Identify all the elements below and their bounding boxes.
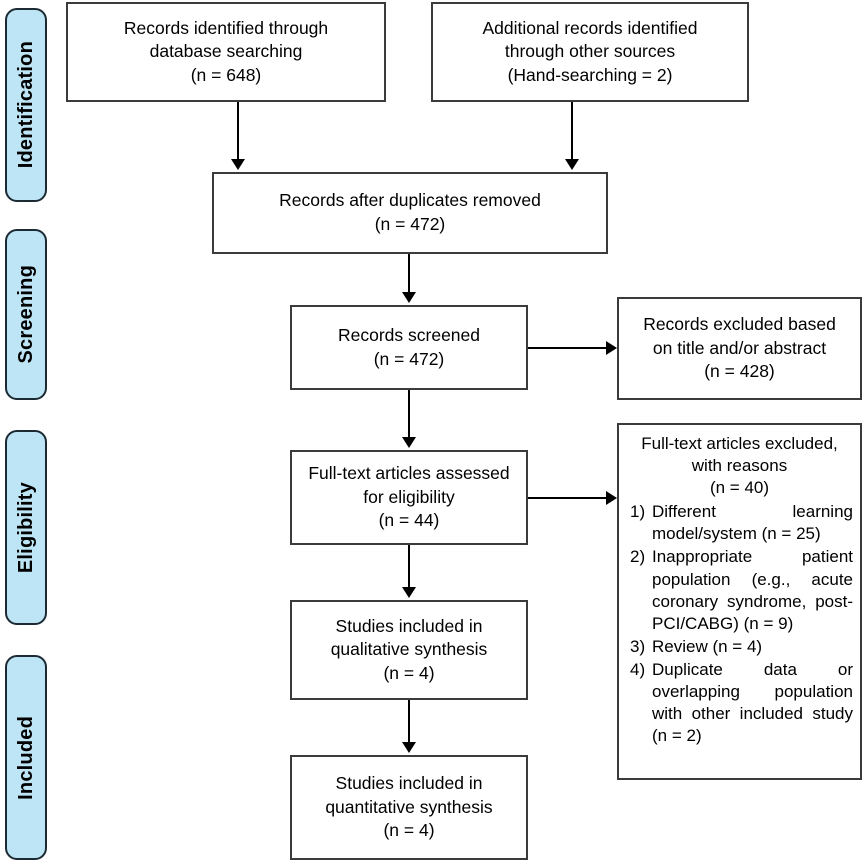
excluded-reason-number: 4)	[630, 659, 646, 679]
box-full-text-excluded-with-reasons: Full-text articles excluded, with reason…	[617, 423, 862, 780]
box-additional-records-other-sources-text: Additional records identified through ot…	[482, 17, 698, 85]
box-records-after-duplicates-removed-text: Records after duplicates removed (n = 47…	[279, 190, 541, 234]
connector-db-to-duplicates	[237, 102, 239, 160]
excluded-reason-text: Review (n = 4)	[652, 636, 763, 656]
excluded-reasons-list: 1) Different learning model/system (n = …	[626, 500, 853, 747]
box-records-identified-database: Records identified through database sear…	[66, 2, 386, 102]
stage-label-eligibility: Eligibility	[15, 481, 37, 574]
arrowhead-db-to-duplicates	[231, 159, 245, 170]
arrowhead-other-to-duplicates	[565, 159, 579, 170]
stage-label-included: Included	[15, 715, 37, 800]
box-records-screened-text: Records screened (n = 472)	[337, 324, 481, 369]
arrowhead-qualitative-to-quantitative	[402, 742, 416, 753]
excluded-reason-item: 4) Duplicate data or overlapping populat…	[626, 659, 853, 747]
box-records-screened: Records screened (n = 472)	[290, 305, 528, 390]
stage-pill-screening: Screening	[5, 229, 47, 400]
excluded-reason-item: 3) Review (n = 4)	[626, 636, 853, 658]
excluded-reason-text: Different learning model/system (n = 25)	[652, 502, 853, 544]
excluded-reason-number: 2)	[630, 547, 646, 567]
box-records-excluded-title-abstract: Records excluded based on title and/or a…	[617, 297, 862, 400]
connector-screened-to-excluded	[528, 347, 607, 349]
box-studies-qualitative-synthesis-text: Studies included in qualitative synthesi…	[330, 615, 488, 683]
connector-other-to-duplicates	[571, 102, 573, 160]
arrowhead-fulltext-to-excluded-reasons	[606, 491, 617, 505]
connector-fulltext-to-qualitative	[408, 545, 410, 588]
excluded-reason-item: 2) Inappropriate patient population (e.g…	[626, 546, 853, 634]
box-records-excluded-title-abstract-text: Records excluded based on title and/or a…	[643, 314, 836, 382]
box-studies-quantitative-synthesis-text: Studies included in quantitative synthes…	[325, 773, 493, 841]
connector-screened-to-fulltext	[408, 390, 410, 438]
connector-fulltext-to-excluded-reasons	[528, 497, 607, 499]
excluded-reason-number: 3)	[630, 636, 646, 656]
box-records-identified-database-text: Records identified through database sear…	[123, 17, 329, 85]
excluded-reason-number: 1)	[630, 502, 646, 522]
box-additional-records-other-sources: Additional records identified through ot…	[431, 2, 749, 102]
stage-label-identification: Identification	[15, 41, 37, 169]
stage-pill-included: Included	[5, 655, 47, 860]
box-full-text-assessed: Full-text articles assessed for eligibil…	[290, 450, 528, 545]
arrowhead-screened-to-fulltext	[402, 437, 416, 448]
box-full-text-assessed-text: Full-text articles assessed for eligibil…	[308, 463, 510, 531]
arrowhead-fulltext-to-qualitative	[402, 587, 416, 598]
arrowhead-duplicates-to-screened	[402, 292, 416, 303]
excluded-reasons-heading: Full-text articles excluded, with reason…	[641, 434, 838, 498]
arrowhead-screened-to-excluded	[606, 341, 617, 355]
connector-duplicates-to-screened	[408, 254, 410, 293]
box-studies-quantitative-synthesis: Studies included in quantitative synthes…	[290, 755, 528, 860]
excluded-reason-text: Inappropriate patient population (e.g., …	[652, 547, 853, 633]
stage-pill-eligibility: Eligibility	[5, 430, 47, 625]
excluded-reason-item: 1) Different learning model/system (n = …	[626, 501, 853, 545]
stage-pill-identification: Identification	[5, 8, 47, 202]
box-studies-qualitative-synthesis: Studies included in qualitative synthesi…	[290, 600, 528, 700]
stage-label-screening: Screening	[15, 265, 37, 364]
connector-qualitative-to-quantitative	[408, 700, 410, 743]
excluded-reason-text: Duplicate data or overlapping population…	[652, 659, 853, 746]
box-records-after-duplicates-removed: Records after duplicates removed (n = 47…	[212, 172, 608, 254]
